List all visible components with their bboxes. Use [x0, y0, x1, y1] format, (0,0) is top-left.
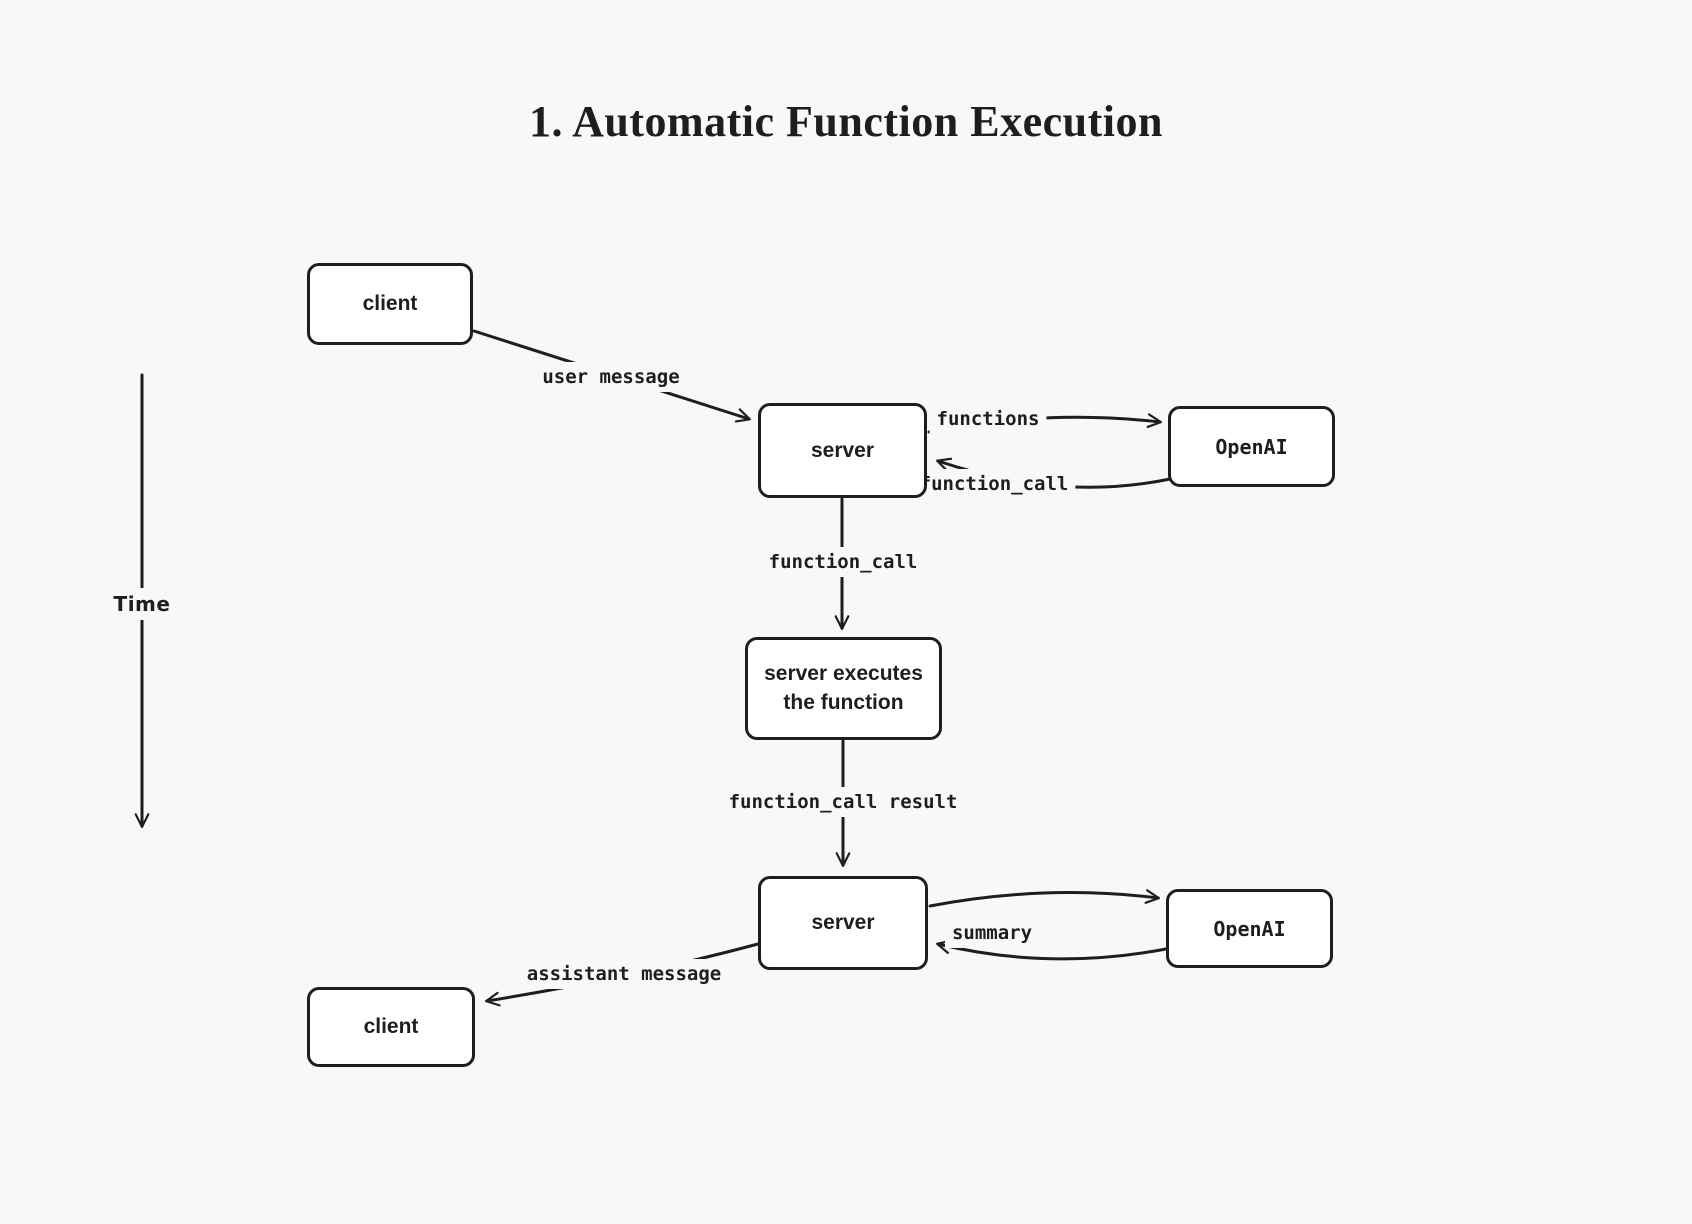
- edge-label-backdrop: [535, 362, 687, 392]
- edge-label-backdrop: [929, 404, 1047, 434]
- edge-label-backdrop: [912, 469, 1076, 499]
- edge-label-backdrop: [519, 959, 729, 989]
- node-client-top: client: [307, 263, 473, 345]
- edge-label-user-message: user message: [542, 366, 679, 388]
- node-server-executes-function: server executes the function: [745, 637, 942, 740]
- node-openai-top: OpenAI: [1168, 406, 1335, 487]
- edge-label-summary: summary: [952, 922, 1032, 944]
- edge-label-function-call-result: function_call result: [729, 791, 958, 813]
- edge-label-backdrop: [106, 588, 178, 620]
- node-client-bottom: client: [307, 987, 475, 1067]
- edge-label-function-call-response: function_call: [920, 473, 1069, 495]
- edge-label-backdrop: [721, 787, 965, 817]
- edge-label-assistant-message: assistant message: [527, 963, 721, 985]
- edge-label-functions: functions: [937, 408, 1040, 430]
- edge-label-function-call-down: function_call: [769, 551, 918, 573]
- node-openai-bottom: OpenAI: [1166, 889, 1333, 968]
- arrow-summary-back: [936, 939, 1168, 961]
- node-server-bottom: server: [758, 876, 928, 970]
- edge-label-backdrop: [944, 918, 1040, 948]
- node-server-top: server: [758, 403, 927, 498]
- time-axis-label: Time: [114, 592, 171, 616]
- edge-label-backdrop: [761, 547, 925, 577]
- arrow-summary-out: [928, 889, 1160, 908]
- diagram-title: 1. Automatic Function Execution: [529, 97, 1163, 146]
